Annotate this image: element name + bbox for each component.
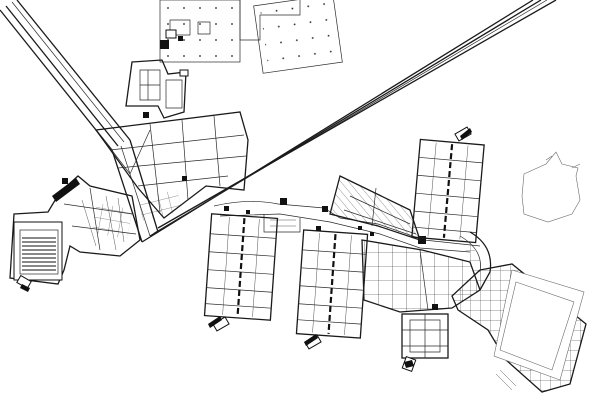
pavilion-c: [411, 126, 485, 244]
north-dotted-halls: [159, 0, 343, 74]
southeast-grid-hall: [451, 263, 587, 393]
auditorium-seating: [19, 229, 59, 275]
future-building-outline: [521, 151, 581, 223]
access-stairs: [62, 29, 374, 236]
pavilion-d: [401, 304, 449, 372]
station-building-north: [125, 59, 187, 119]
railway-corridor: [0, 0, 557, 243]
pavilion-b: [295, 229, 369, 350]
hatched-canopy: [329, 175, 422, 242]
concourse-west: [94, 111, 249, 221]
pavilion-a: [203, 213, 279, 332]
west-terminal: [9, 175, 141, 292]
